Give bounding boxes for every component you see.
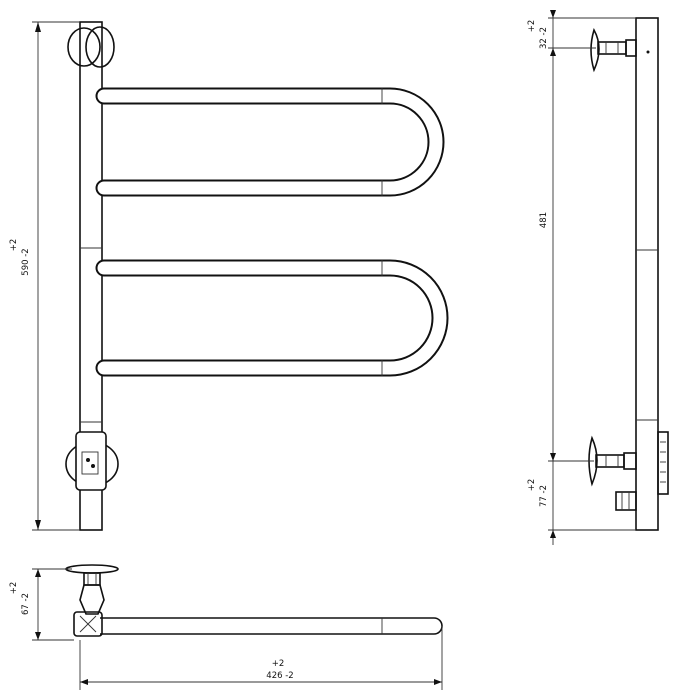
bottom-view: +2 67 -2 +2 426 -2 [9, 564, 443, 690]
front-view: +2 590 -2 [9, 21, 449, 531]
side-profile [635, 17, 659, 531]
lower-wall-bracket [588, 435, 637, 487]
bottom-value: 77 -2 [539, 485, 549, 507]
bottom-tolerance: +2 [527, 479, 537, 492]
bottom-rail [100, 617, 443, 635]
bottom-wall-plate [65, 564, 119, 586]
side-view: +2 32 -2 481 +2 77 -2 [527, 10, 669, 545]
spacing-value: 481 [539, 212, 549, 228]
lower-towel-rail [95, 259, 449, 377]
depth-tolerance: +2 [9, 582, 19, 595]
upper-towel-rail [95, 87, 445, 197]
bottom-heater-fitting [73, 584, 105, 637]
height-dimension: +2 590 -2 [9, 21, 80, 531]
side-heater-unit [615, 431, 669, 511]
top-tolerance: +2 [527, 20, 537, 33]
width-value: 426 -2 [266, 671, 293, 681]
height-value: 590 -2 [21, 248, 31, 275]
depth-value: 67 -2 [21, 593, 31, 615]
top-wall-mount [67, 26, 115, 68]
upper-wall-bracket [590, 27, 637, 73]
top-value: 32 -2 [539, 27, 549, 49]
heater-housing [65, 431, 119, 491]
height-tolerance: +2 [9, 239, 19, 252]
width-tolerance: +2 [272, 659, 285, 669]
